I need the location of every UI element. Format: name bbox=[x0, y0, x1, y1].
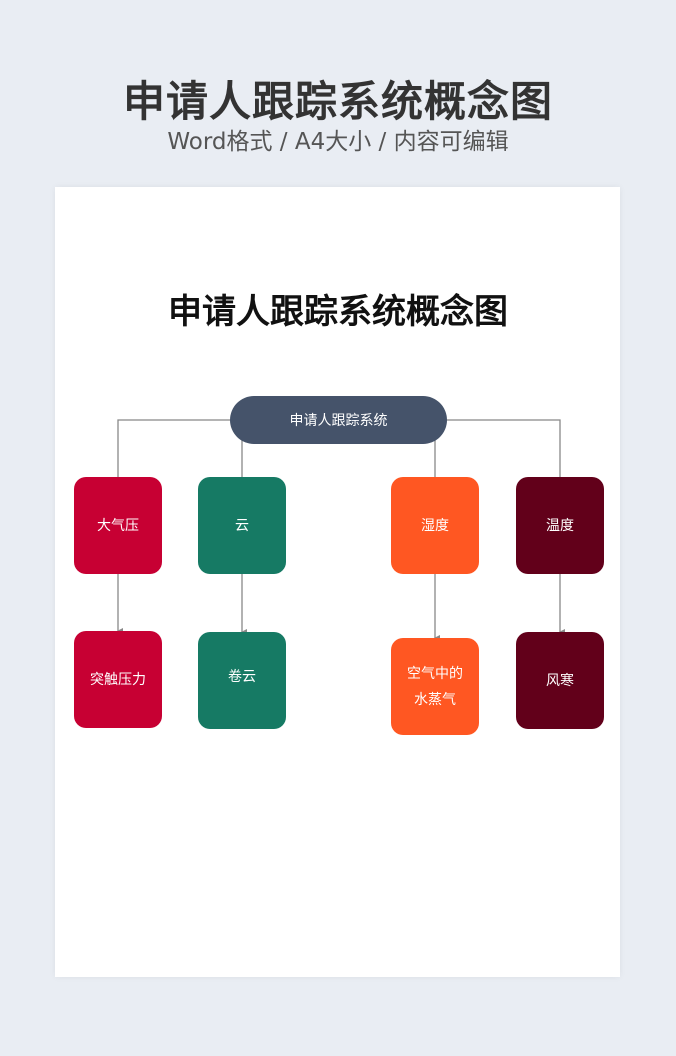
branch-node-3: 湿度 bbox=[391, 477, 479, 574]
child-node-3: 空气中的水蒸气 bbox=[391, 638, 479, 735]
connector-root-branch-1 bbox=[117, 419, 231, 477]
header-title: 申请人跟踪系统概念图 bbox=[122, 77, 553, 126]
branch-label: 大气压 bbox=[97, 517, 139, 534]
child-label: 风寒 bbox=[546, 672, 574, 689]
root-node: 申请人跟踪系统 bbox=[230, 396, 447, 444]
document-title: 申请人跟踪系统概念图 bbox=[168, 292, 508, 332]
child-label: 空气中的水蒸气 bbox=[407, 665, 463, 708]
branch-node-1: 大气压 bbox=[74, 477, 162, 574]
branch-node-2: 云 bbox=[198, 477, 286, 574]
branch-label: 云 bbox=[235, 517, 249, 534]
child-label: 突触压力 bbox=[90, 671, 146, 688]
document-page bbox=[55, 187, 620, 977]
branch-label: 湿度 bbox=[421, 517, 449, 534]
child-node-4: 风寒 bbox=[516, 632, 604, 729]
child-label: 卷云 bbox=[228, 668, 256, 685]
child-node-2: 卷云 bbox=[198, 632, 286, 729]
header-subtitle: Word格式 / A4大小 / 内容可编辑 bbox=[167, 129, 509, 155]
branch-label: 温度 bbox=[546, 517, 574, 534]
branch-node-4: 温度 bbox=[516, 477, 604, 574]
connector-root-branch-4 bbox=[446, 419, 561, 477]
child-node-1: 突触压力 bbox=[74, 631, 162, 728]
